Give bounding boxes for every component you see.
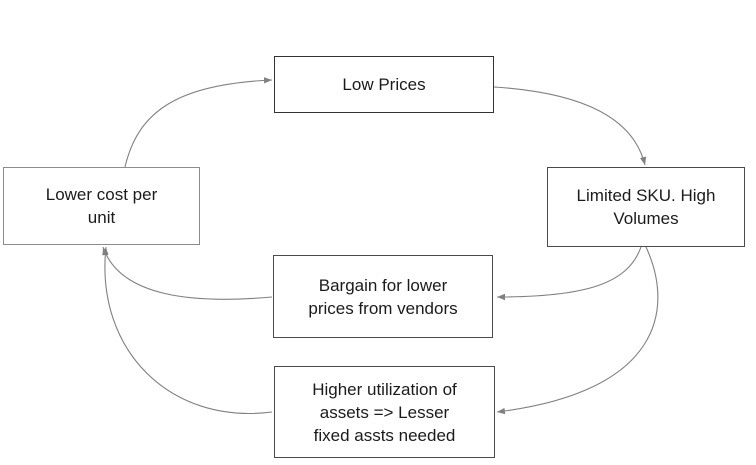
arrow-limited-sku-high-volumes-to-higher-utilization-assets xyxy=(496,246,659,415)
node-bargain-for-lower-prices: Bargain for lower prices from vendors xyxy=(273,255,493,338)
arrow-limited-sku-high-volumes-to-bargain-for-lower-prices xyxy=(496,246,642,301)
arrow-bargain-for-lower-prices-to-lower-cost-per-unit xyxy=(102,246,273,300)
arrow-low-prices-to-limited-sku-high-volumes xyxy=(493,86,647,166)
arrow-higher-utilization-assets-to-lower-cost-per-unit xyxy=(101,246,273,414)
node-limited-sku-high-volumes: Limited SKU. High Volumes xyxy=(547,167,745,247)
node-low-prices: Low Prices xyxy=(274,56,494,113)
arrow-lower-cost-per-unit-to-low-prices xyxy=(124,77,273,168)
node-lower-cost-per-unit: Lower cost per unit xyxy=(3,167,200,245)
node-higher-utilization-assets: Higher utilization of assets => Lesser f… xyxy=(274,366,495,458)
